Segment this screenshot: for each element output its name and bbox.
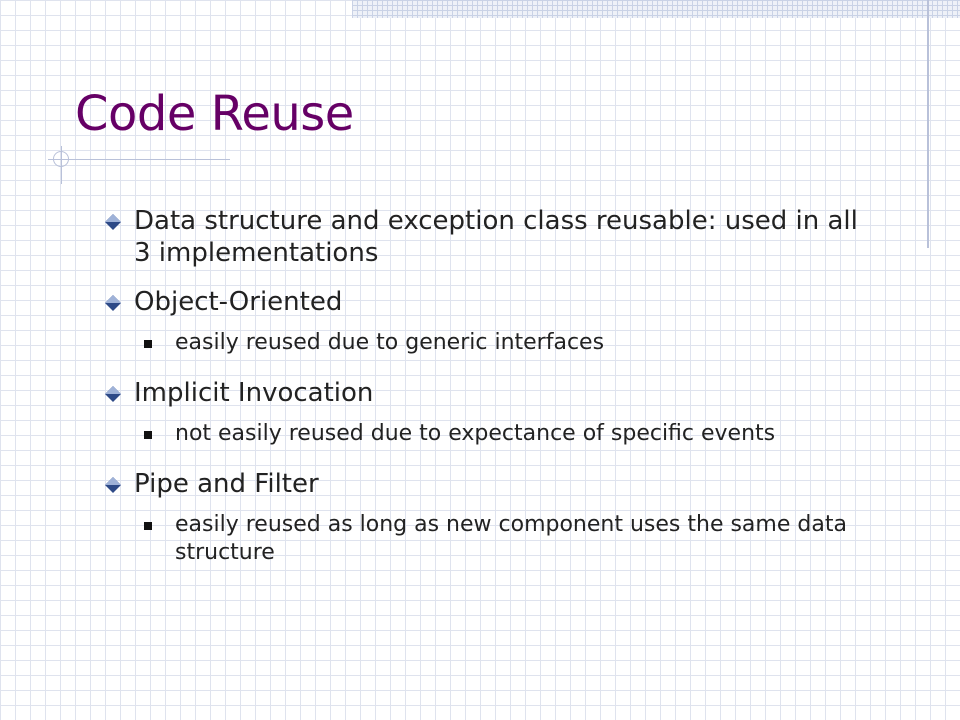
bullet-item: Object-Oriented	[104, 286, 904, 318]
bullet-item: Pipe and Filter	[104, 468, 904, 500]
sub-bullet-item: not easily reused due to expectance of s…	[144, 420, 904, 448]
diamond-bullet-icon	[104, 377, 134, 409]
bullet-text: Implicit Invocation	[134, 378, 374, 408]
diamond-bullet-icon	[104, 286, 134, 318]
square-bullet-icon	[144, 511, 175, 539]
top-pattern-band	[352, 0, 960, 18]
sub-bullet-text: not easily reused due to expectance of s…	[175, 421, 776, 446]
sub-bullet-item: easily reused due to generic interfaces	[144, 329, 904, 357]
sub-bullet-item: easily reused as long as new component u…	[144, 511, 904, 567]
bullet-list: Data structure and exception class reusa…	[104, 205, 904, 587]
bullet-text: Data structure and exception class reusa…	[134, 206, 858, 268]
sub-bullet-text: easily reused as long as new component u…	[175, 512, 847, 565]
bullet-item: Implicit Invocation	[104, 377, 904, 409]
sub-bullet-text: easily reused due to generic interfaces	[175, 330, 605, 355]
bullet-text: Object-Oriented	[134, 287, 343, 317]
slide-title: Code Reuse	[75, 86, 354, 142]
title-underline	[48, 159, 230, 160]
square-bullet-icon	[144, 420, 175, 448]
bullet-text: Pipe and Filter	[134, 469, 319, 499]
diamond-bullet-icon	[104, 205, 134, 237]
bullet-item: Data structure and exception class reusa…	[104, 205, 904, 269]
decorative-circle	[53, 151, 69, 167]
square-bullet-icon	[144, 329, 175, 357]
decorative-vertical-line	[927, 0, 929, 248]
diamond-bullet-icon	[104, 468, 134, 500]
